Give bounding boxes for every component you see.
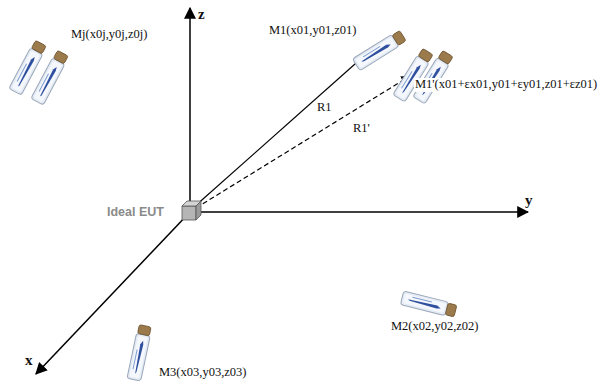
point-label: M2(x02,y02,z02) <box>390 320 480 334</box>
point-label: M1(x01,y01,z01) <box>268 24 358 38</box>
axis-label: z <box>197 6 206 23</box>
vector-label: R1 <box>316 101 333 115</box>
x-axis <box>36 212 190 374</box>
axis-label: y <box>524 192 534 209</box>
point-label: M3(x03,y03,z03) <box>158 366 248 380</box>
vector-r1-prime <box>196 76 410 208</box>
point-label: M1'(x01+εx01,y01+εy01,z01+εz01) <box>414 78 598 92</box>
z-axis <box>189 8 191 212</box>
point-label: Mj(x0j,y0j,z0j) <box>70 28 148 42</box>
axis-label: x <box>24 352 34 369</box>
vector-label: R1' <box>352 122 371 136</box>
y-axis <box>190 211 528 213</box>
vector-r1 <box>194 56 364 207</box>
eut-cube <box>182 201 201 220</box>
eut-label: Ideal EUT <box>106 206 165 220</box>
